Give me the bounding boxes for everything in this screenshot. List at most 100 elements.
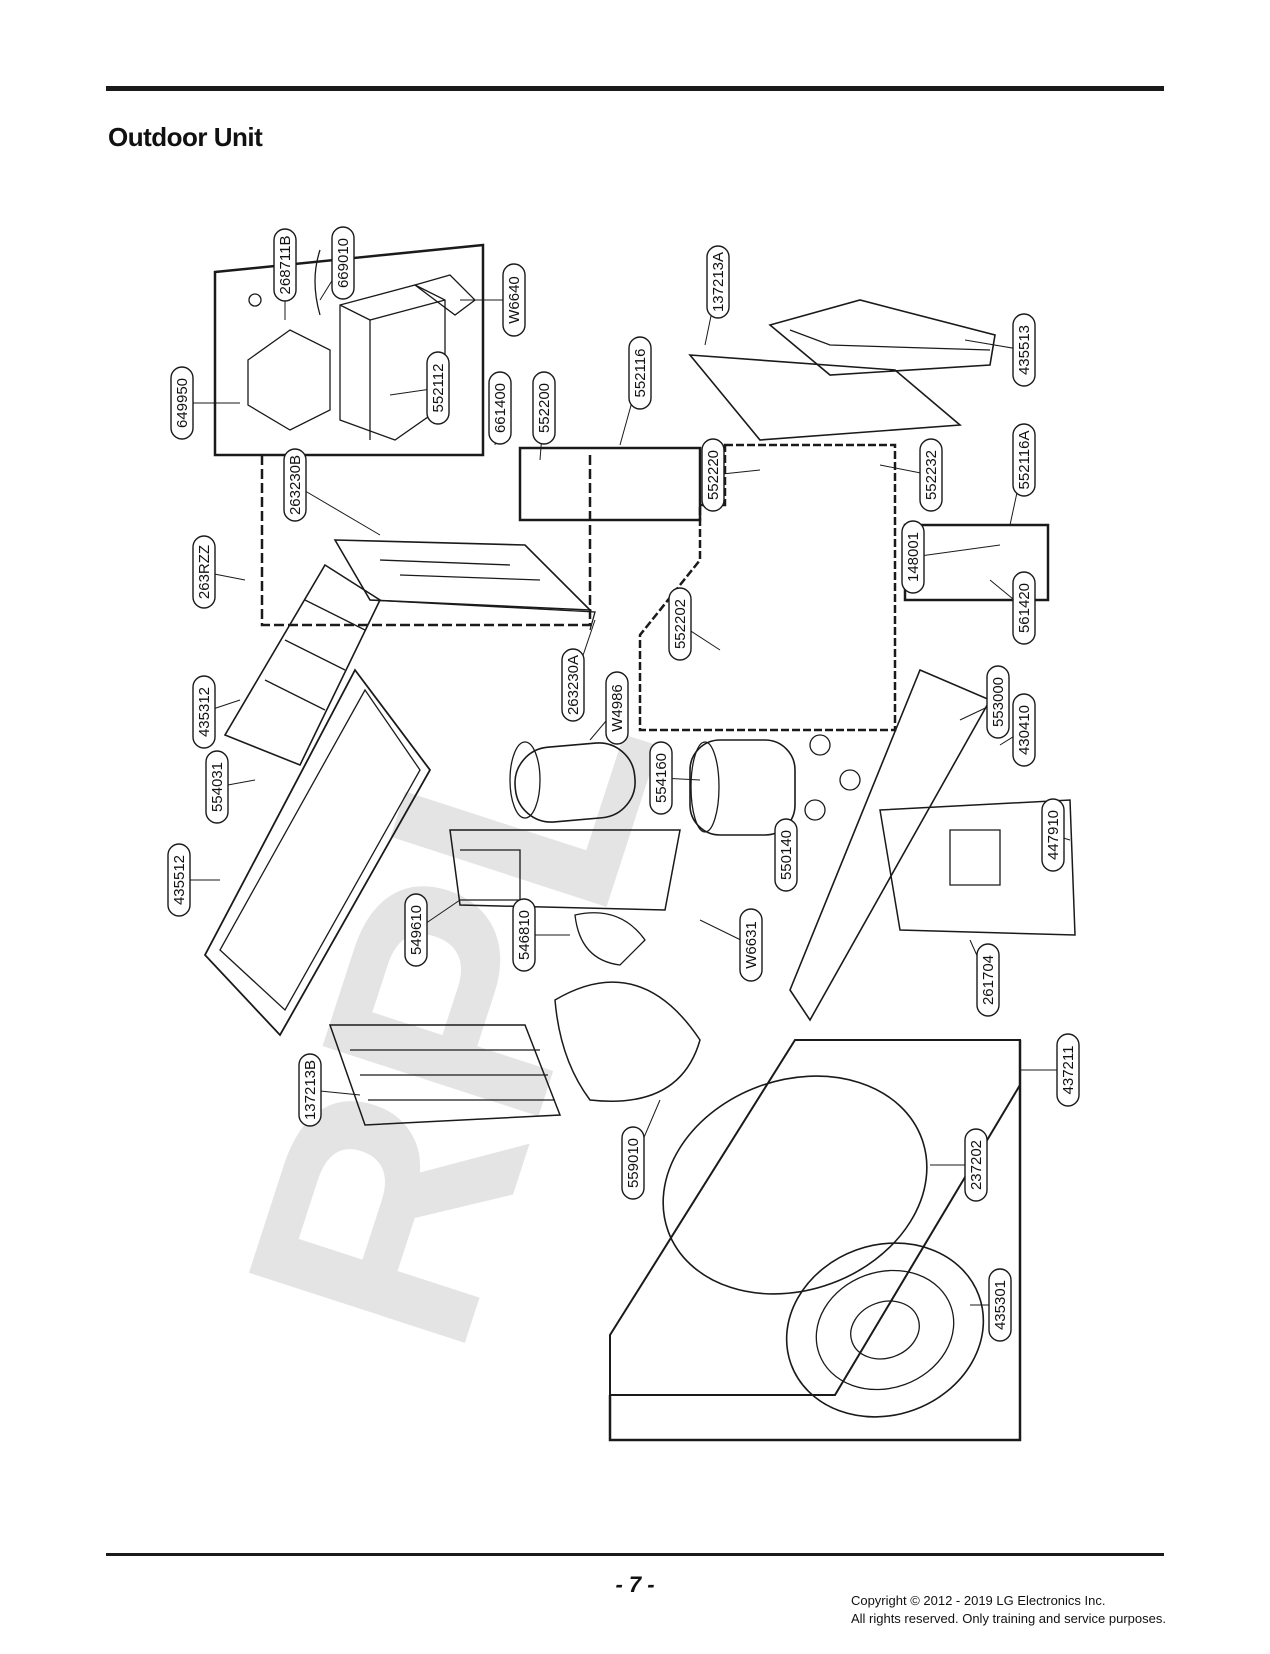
- part-callout: 430410: [999, 693, 1036, 767]
- callout-oval: [512, 898, 536, 972]
- part-callout: 263230A: [561, 619, 596, 722]
- base-frame: [608, 1040, 1022, 1442]
- back-grille: [328, 1024, 562, 1126]
- part-callout: 649950: [170, 366, 240, 440]
- part-callout: 561420: [989, 571, 1036, 645]
- callout-oval: [1012, 571, 1036, 645]
- part-number-label: 435513: [1016, 325, 1033, 375]
- parts-drawing: [203, 243, 1076, 1442]
- callout-oval: [273, 228, 297, 302]
- part-callout: W6640: [460, 263, 526, 337]
- part-number-label: 268711B: [277, 236, 294, 295]
- front-panel: [609, 1039, 1021, 1396]
- part-number-label: 549610: [408, 905, 425, 955]
- part-callout: W4986: [589, 671, 629, 745]
- callout-oval: [649, 741, 673, 815]
- part-number-label: 137213B: [302, 1060, 319, 1120]
- rear-panel: [203, 668, 432, 1037]
- part-callout: 261704: [969, 939, 1000, 1017]
- fan-opening: [662, 1075, 928, 1295]
- part-callout: 435312: [192, 675, 241, 749]
- callout-oval: [621, 1126, 645, 1200]
- part-number-label: 669010: [335, 238, 352, 288]
- part-callout: 552200: [532, 371, 556, 461]
- motor-mount: [449, 829, 681, 911]
- callout-oval: [901, 520, 925, 594]
- part-number-label: 437211: [1060, 1046, 1077, 1095]
- part-callout: 552232: [879, 438, 943, 512]
- bottom-rule: [106, 1553, 1164, 1556]
- callout-oval: [668, 587, 692, 661]
- top-cover-handle: [768, 299, 996, 376]
- callout-oval: [1012, 423, 1036, 497]
- part-callout: 554160: [649, 741, 701, 815]
- callout-oval: [331, 226, 355, 300]
- copyright-line-2: All rights reserved. Only training and s…: [850, 1611, 1166, 1626]
- pipe-group-frame: [260, 455, 592, 627]
- callout-leader-line: [912, 544, 1001, 558]
- callout-oval: [170, 366, 194, 440]
- callout-oval: [532, 371, 556, 445]
- part-number-label: 552200: [536, 383, 553, 433]
- part-callout: 148001: [901, 520, 1001, 594]
- part-number-label: W6631: [743, 921, 760, 969]
- part-number-label: 263230A: [565, 655, 582, 715]
- part-callout: 437211: [1020, 1033, 1080, 1107]
- part-number-label: 263RZZ: [196, 545, 213, 599]
- part-callout: 550140: [774, 818, 798, 892]
- part-callout: 435513: [964, 313, 1036, 387]
- part-callout: W6631: [699, 908, 763, 982]
- pcb-board: [247, 329, 331, 431]
- part-callout: 263RZZ: [192, 535, 246, 609]
- callout-oval: [298, 1053, 322, 1127]
- callout-oval: [167, 843, 191, 917]
- callout-oval: [1012, 693, 1036, 767]
- compressor: [689, 739, 796, 836]
- callout-oval: [283, 448, 307, 522]
- callout-oval: [986, 665, 1010, 739]
- callout-oval: [739, 908, 763, 982]
- part-callout: 268711B: [273, 228, 297, 320]
- part-callout: 263230B: [283, 448, 381, 536]
- part-callout: 552220: [701, 438, 761, 512]
- part-number-label: 552112: [430, 364, 447, 413]
- part-callout: 552116A: [1009, 423, 1036, 526]
- fan-motor: [574, 912, 646, 966]
- part-number-label: 447910: [1045, 810, 1062, 860]
- callout-oval: [192, 675, 216, 749]
- part-callout: 661400: [488, 371, 512, 446]
- part-callout: 435512: [167, 843, 220, 917]
- callout-oval: [502, 263, 526, 337]
- callout-oval: [404, 893, 428, 967]
- heat-exchanger: [333, 539, 593, 611]
- copyright-line-1: Copyright © 2012 - 2019 LG Electronics I…: [850, 1593, 1106, 1608]
- part-number-label: 546810: [516, 910, 533, 960]
- callout-oval: [1056, 1033, 1080, 1107]
- part-callout: 554031: [205, 750, 256, 824]
- callout-oval: [706, 245, 730, 319]
- callout-oval: [561, 648, 585, 722]
- part-callout: 552202: [668, 587, 721, 661]
- callout-oval: [1012, 313, 1036, 387]
- callout-oval: [628, 336, 652, 410]
- part-number-label: 561420: [1016, 583, 1033, 633]
- part-number-label: 552232: [923, 450, 940, 500]
- callout-leader-line: [294, 484, 381, 536]
- part-number-label: 559010: [625, 1138, 642, 1188]
- part-number-label: W6640: [506, 276, 523, 324]
- copyright-notice: Copyright © 2012 - 2019 LG Electronics I…: [851, 1592, 1166, 1628]
- part-callout: 553000: [959, 665, 1010, 739]
- part-callout: 552116: [619, 336, 652, 446]
- top-cover: [688, 354, 963, 441]
- part-number-label: 649950: [174, 378, 191, 428]
- part-number-label: 554031: [209, 762, 226, 812]
- part-callout: 137213A: [704, 245, 730, 346]
- control-box-frame: [213, 243, 485, 457]
- part-number-label: 552116A: [1016, 431, 1033, 490]
- watermark-text: RPL: [174, 644, 729, 1386]
- part-callout: 552112: [389, 351, 450, 425]
- part-callout: 447910: [1041, 798, 1071, 872]
- callout-oval: [426, 351, 450, 425]
